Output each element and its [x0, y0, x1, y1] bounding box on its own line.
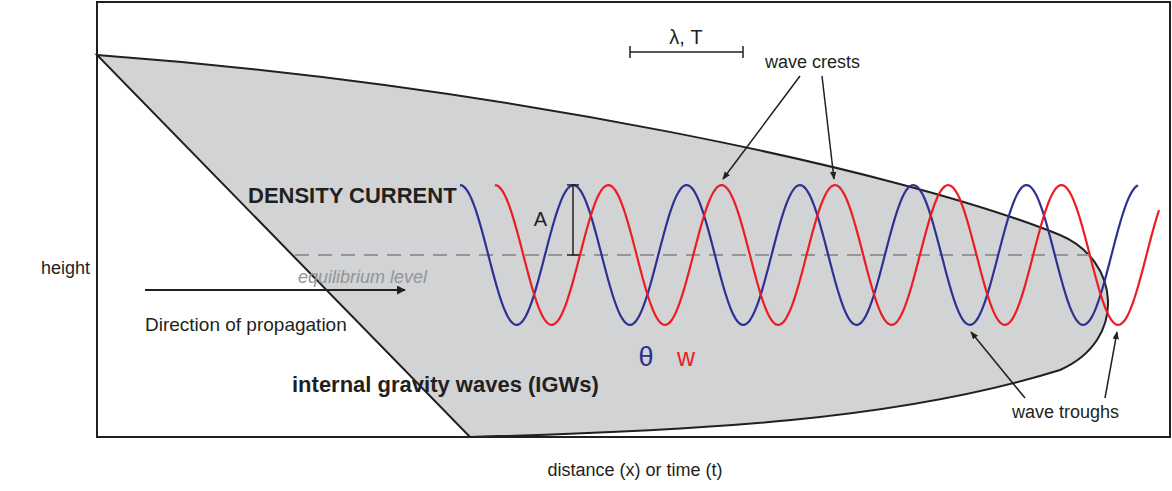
propagation-arrow — [145, 289, 405, 291]
plot-frame — [97, 2, 1170, 437]
w-wave — [495, 185, 1159, 325]
wavelength-bracket — [630, 46, 743, 58]
level-label: equilibrium level — [298, 267, 427, 288]
crest-label: wave crests — [765, 52, 860, 73]
wave-title: internal gravity waves (IGWs) — [292, 372, 599, 397]
theta-wave — [460, 185, 1138, 325]
axis-label: height — [41, 258, 90, 279]
density-current-shape — [97, 55, 1108, 437]
wave-curves — [460, 185, 1159, 325]
amplitude-marker — [567, 185, 579, 255]
equilibrium-line — [295, 254, 1100, 256]
trough-label: wave troughs — [1012, 402, 1119, 423]
amplitude-label: A — [534, 208, 547, 231]
axis-label: distance (x) or time (t) — [547, 460, 722, 481]
wavelength-label: λ, T — [669, 26, 702, 49]
w-label: w — [677, 343, 695, 372]
arrow-label: Direction of propagation — [145, 314, 347, 336]
leader-arrows — [723, 76, 1117, 398]
region-title: DENSITY CURRENT — [248, 183, 457, 208]
theta-label: θ — [638, 342, 653, 373]
